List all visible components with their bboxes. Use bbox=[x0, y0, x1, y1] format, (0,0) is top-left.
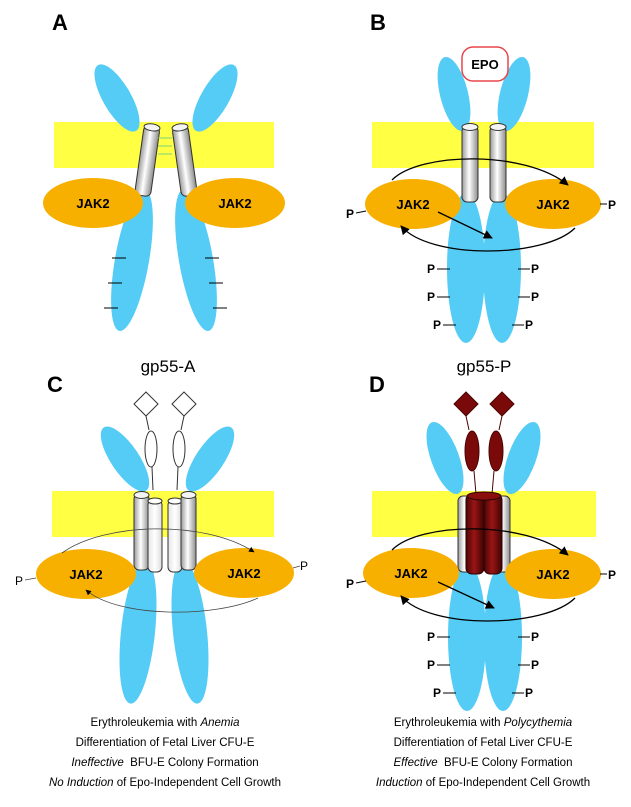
phospho-label: P bbox=[531, 630, 539, 644]
phospho-label: P bbox=[15, 574, 23, 588]
receptor-upper-lobe bbox=[419, 418, 471, 499]
phospho-label: P bbox=[608, 568, 616, 582]
panel-a: A JAK bbox=[43, 10, 285, 334]
jak2-left-label: JAK2 bbox=[396, 197, 429, 212]
panel-c-label: C bbox=[47, 372, 63, 397]
gp55a-label: gp55-A bbox=[141, 357, 196, 376]
caption-line: Induction of Epo-Independent Cell Growth bbox=[328, 773, 631, 793]
phospho-label: P bbox=[300, 559, 308, 573]
panel-b: B EPO JAK2 JAK2 bbox=[346, 10, 616, 343]
phospho-label: P bbox=[427, 262, 435, 276]
jak2-left-label: JAK2 bbox=[394, 566, 427, 581]
jak2-right-label: JAK2 bbox=[218, 196, 251, 211]
caption-right: Erythroleukemia with Polycythemia Differ… bbox=[328, 713, 631, 793]
caption-line: Differentiation of Fetal Liver CFU-E bbox=[328, 733, 631, 753]
cell-membrane bbox=[52, 491, 274, 537]
caption-line: Differentiation of Fetal Liver CFU-E bbox=[10, 733, 320, 753]
phospho-label: P bbox=[531, 262, 539, 276]
gp55a-transmembrane bbox=[148, 498, 162, 572]
panel-c: C gp55-A bbox=[15, 357, 308, 705]
panel-b-label: B bbox=[370, 10, 386, 35]
transmembrane-helix bbox=[462, 124, 478, 203]
phospho-label: P bbox=[433, 318, 441, 332]
cell-membrane bbox=[54, 122, 274, 168]
phospho-label: P bbox=[525, 318, 533, 332]
transmembrane-helix bbox=[490, 124, 506, 203]
caption-line: No Induction of Epo-Independent Cell Gro… bbox=[10, 773, 320, 793]
panel-a-label: A bbox=[52, 10, 68, 35]
phospho-label: P bbox=[531, 290, 539, 304]
phospho-label: P bbox=[427, 630, 435, 644]
receptor-upper-lobe bbox=[496, 418, 548, 499]
jak2-left-label: JAK2 bbox=[69, 567, 102, 582]
phospho-label: P bbox=[346, 577, 354, 591]
transmembrane-helix bbox=[134, 492, 149, 571]
gp55p-transmembrane bbox=[466, 492, 502, 574]
phospho-label: P bbox=[531, 658, 539, 672]
gp55a-transmembrane bbox=[168, 498, 182, 572]
phospho-label: P bbox=[427, 290, 435, 304]
epo-label: EPO bbox=[471, 57, 498, 72]
phospho-label: P bbox=[427, 658, 435, 672]
caption-line: Ineffective BFU-E Colony Formation bbox=[10, 753, 320, 773]
phospho-label: P bbox=[525, 686, 533, 700]
caption-line: Erythroleukemia with Anemia bbox=[10, 713, 320, 733]
cell-membrane bbox=[372, 122, 594, 168]
jak2-left-label: JAK2 bbox=[76, 196, 109, 211]
gp55p-label: gp55-P bbox=[457, 357, 512, 376]
jak2-right-label: JAK2 bbox=[227, 566, 260, 581]
jak2-right-label: JAK2 bbox=[536, 197, 569, 212]
phospho-label: P bbox=[346, 207, 354, 221]
phospho-label: P bbox=[433, 686, 441, 700]
receptor-intracellular-domain bbox=[448, 563, 486, 711]
caption-line: Erythroleukemia with Polycythemia bbox=[328, 713, 631, 733]
caption-left: Erythroleukemia with Anemia Differentiat… bbox=[10, 713, 320, 793]
phospho-label: P bbox=[608, 198, 616, 212]
panel-d: D gp55-P bbox=[346, 357, 616, 711]
jak2-right-label: JAK2 bbox=[536, 567, 569, 582]
receptor-upper-lobe bbox=[177, 420, 243, 499]
caption-line: Effective BFU-E Colony Formation bbox=[328, 753, 631, 773]
panel-d-label: D bbox=[369, 372, 385, 397]
